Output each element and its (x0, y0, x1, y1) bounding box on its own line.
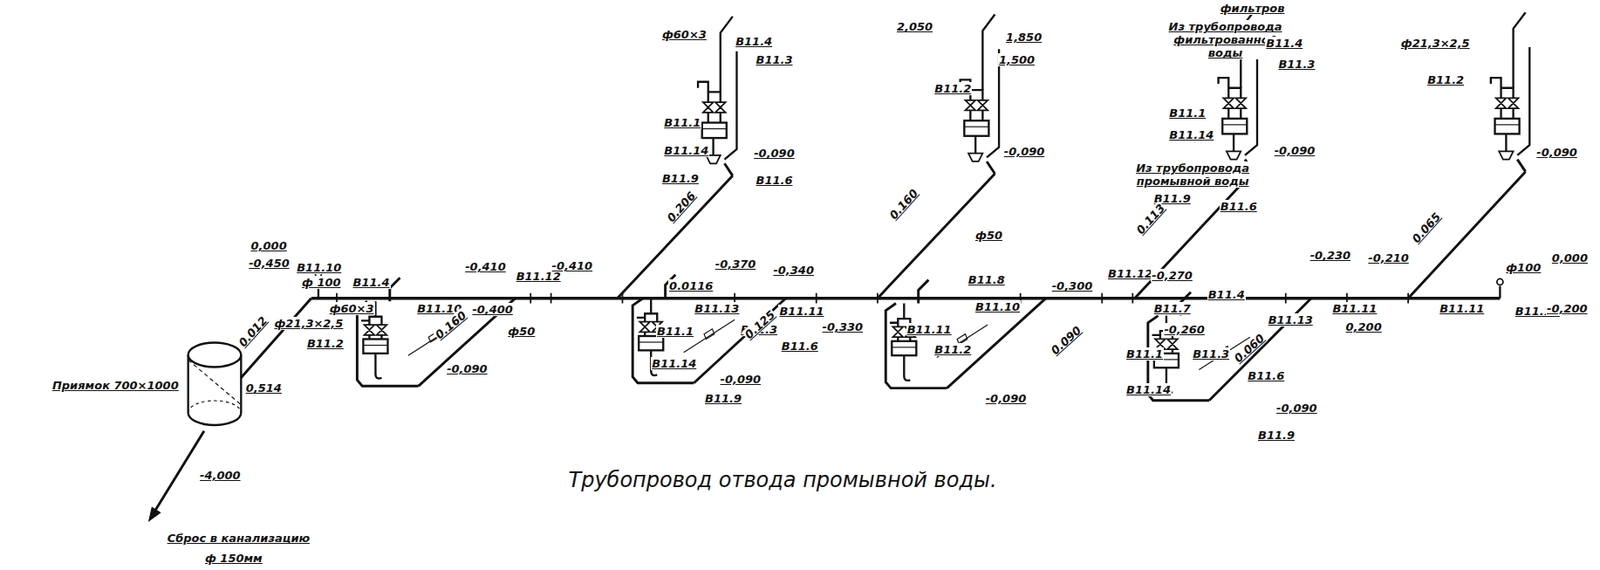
callout-number: В11.11 (778, 304, 825, 318)
elevation-mark: -0,090 (984, 391, 1028, 405)
elevation-mark: -0,090 (1003, 144, 1047, 158)
callout-number: В11.4 (734, 34, 773, 48)
callout-number: В11.6 (1219, 199, 1259, 213)
slope-value: 0.065 (1408, 209, 1444, 247)
pipe-size: ф21,3×2,5 (1400, 36, 1471, 50)
callout-number: В11.6 (1246, 369, 1286, 383)
callout-number: В11.10 (974, 300, 1021, 314)
elevation-mark: 2,050 (895, 20, 934, 34)
pipe-size: фильтров (1219, 1, 1286, 15)
pipe-size: ф60×3 (328, 301, 376, 315)
elevation-mark: -0,270 (1150, 268, 1194, 282)
callout-number: В11.2 (1426, 73, 1465, 87)
elevation-mark: -4,000 (198, 468, 242, 482)
callout-number: В11.1 (1125, 347, 1164, 361)
callout-number: В11.14 (1168, 128, 1215, 142)
callout-number: В11.1 (663, 116, 702, 130)
elevation-mark: -0,340 (772, 263, 815, 277)
elevation-mark: -0,330 (821, 320, 865, 334)
callout-number: В11.3 (1277, 57, 1316, 71)
callout-number: В11.7 (1153, 301, 1192, 315)
callout-number: В11.2 (306, 336, 345, 350)
callout-number: В11.1 (1168, 106, 1207, 120)
elevation-mark: -0,210 (1367, 251, 1410, 265)
slope-value: 0.090 (1047, 322, 1085, 358)
elevation-mark: -0,400 (471, 302, 514, 316)
callout-number: В11.3 (755, 53, 794, 67)
elevation-mark: 1,500 (998, 53, 1036, 67)
callout-number: В11.11 (1331, 301, 1378, 315)
elevation-mark: 0,000 (250, 239, 288, 253)
pipe-size: ф50 (974, 228, 1004, 242)
elevation-mark: -0,260 (1162, 322, 1206, 336)
pipe-note: Из трубопровода промывной воды (1130, 161, 1255, 188)
slope-value: 0.206 (663, 188, 699, 226)
diagram-title: Трубопровод отвода промывной воды. (567, 467, 997, 493)
elevation-mark: -0,090 (1273, 143, 1317, 158)
elevation-mark: -0,090 (719, 372, 763, 386)
elevation-mark: 0,200 (1345, 320, 1383, 334)
callout-number: В11.13 (693, 301, 740, 315)
slope-value: 0.160 (886, 185, 922, 223)
pit-label: Приямок 700×1000 (52, 378, 179, 392)
elevation-mark: -0,300 (1051, 279, 1095, 293)
elevation-mark: -0,410 (464, 259, 507, 274)
elevation-mark: -0,090 (445, 362, 489, 376)
elevation-mark: -0,370 (714, 257, 758, 271)
callout-number: В11.2 (933, 82, 972, 96)
slope-value: 0.012 (235, 313, 271, 350)
pipe-size: ф 150мм (204, 551, 264, 565)
callout-number: В11.8 (967, 273, 1006, 287)
callout-number: В11.4 (1264, 36, 1304, 50)
elevation-mark: -0,410 (551, 259, 595, 273)
elevation-mark: -0,090 (1275, 401, 1319, 415)
elevation-mark: 1,850 (1005, 30, 1043, 44)
pipe-size: ф100 (1504, 260, 1542, 274)
callout-number: В11.1 (656, 324, 695, 338)
callout-number: В11.13 (1267, 313, 1314, 327)
elevation-mark: -0,200 (1545, 301, 1589, 315)
callout-number: В11.14 (663, 143, 710, 158)
pit-cylinder (184, 339, 246, 431)
pipe-size: ф50 (506, 324, 536, 338)
callout-number: В11.14 (650, 356, 698, 370)
callout-number: В11.4 (352, 275, 391, 289)
callout-number: В11.6 (780, 339, 820, 353)
callout-number: В11.11 (1438, 301, 1485, 315)
slope-value: 0.113 (1133, 200, 1169, 238)
elevation-mark: 0,000 (1551, 251, 1589, 265)
elevation-mark: 0.0116 (668, 279, 714, 293)
callout-number: В11.9 (1257, 428, 1296, 442)
callout-number: В11.4 (1207, 287, 1246, 301)
callout-number: В11.11 (906, 322, 953, 336)
callout-number: В11.9 (661, 171, 700, 185)
callout-number: В11.6 (755, 173, 794, 187)
pipe-note: Сброс в канализацию (166, 531, 312, 545)
elevation-mark: -0,450 (247, 256, 291, 270)
callout-number: В11.14 (1125, 382, 1172, 397)
callout-number: В11.9 (704, 391, 743, 405)
elevation-mark: -0,090 (752, 146, 796, 160)
elevation-mark: -0,230 (1309, 248, 1353, 262)
pipe-size: ф 100 (300, 275, 342, 289)
callout-number: В11.12 (1107, 266, 1154, 281)
callout-number: В11.10 (295, 260, 342, 274)
elevation-mark: 0,514 (245, 381, 283, 395)
drain-pit: Приямок 700×1000 (52, 339, 246, 431)
callout-number: В11.2 (933, 342, 972, 356)
pipe-size: ф21,3×2,5 (273, 316, 344, 330)
elevation-mark: -0,090 (1535, 145, 1579, 159)
callout-number: В11.3 (1191, 347, 1231, 361)
pipe-size: ф60×3 (661, 27, 708, 42)
